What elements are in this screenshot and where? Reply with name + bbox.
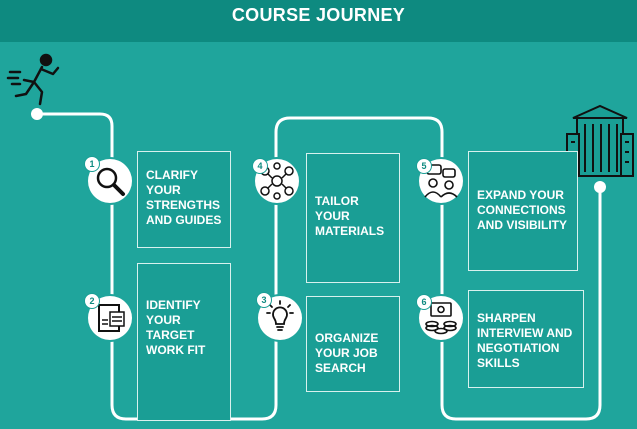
page-title: COURSE JOURNEY: [231, 5, 406, 25]
step-number-3: 3: [256, 292, 272, 308]
step-box-6: SHARPEN INTERVIEW AND NEGOTIATION SKILLS: [468, 290, 584, 388]
step-label-4: TAILOR YOUR MATERIALS: [315, 194, 385, 238]
document-icon: [98, 304, 125, 332]
people-chat-icon: [424, 164, 458, 198]
step-number-1: 1: [84, 156, 100, 172]
step-box-1: CLARIFY YOUR STRENGTHS AND GUIDES: [137, 151, 231, 248]
lightbulb-icon: [266, 300, 294, 331]
header-bar: [0, 0, 637, 42]
end-dot: [594, 181, 606, 193]
magnifier-icon: [96, 167, 125, 196]
start-dot: [31, 108, 43, 120]
step-label-1: CLARIFY YOUR STRENGTHS AND GUIDES: [146, 168, 222, 227]
network-icon: [260, 162, 294, 200]
runner-icon: [6, 53, 60, 106]
step-box-3: ORGANIZE YOUR JOB SEARCH: [306, 296, 400, 392]
step-number-2: 2: [84, 293, 100, 309]
step-label-2: IDENTIFY YOUR TARGET WORK FIT: [146, 298, 206, 357]
step-label-3: ORGANIZE YOUR JOB SEARCH: [315, 331, 379, 375]
step-box-4: TAILOR YOUR MATERIALS: [306, 153, 400, 283]
step-label-6: SHARPEN INTERVIEW AND NEGOTIATION SKILLS: [477, 311, 573, 370]
step-number-4: 4: [252, 158, 268, 174]
step-number-5: 5: [416, 158, 432, 174]
money-icon: [425, 302, 457, 335]
step-box-5: EXPAND YOUR CONNECTIONS AND VISIBILITY: [468, 151, 578, 271]
step-label-5: EXPAND YOUR CONNECTIONS AND VISIBILITY: [477, 188, 568, 232]
step-number-6: 6: [416, 294, 432, 310]
step-box-2: IDENTIFY YOUR TARGET WORK FIT: [137, 263, 231, 421]
